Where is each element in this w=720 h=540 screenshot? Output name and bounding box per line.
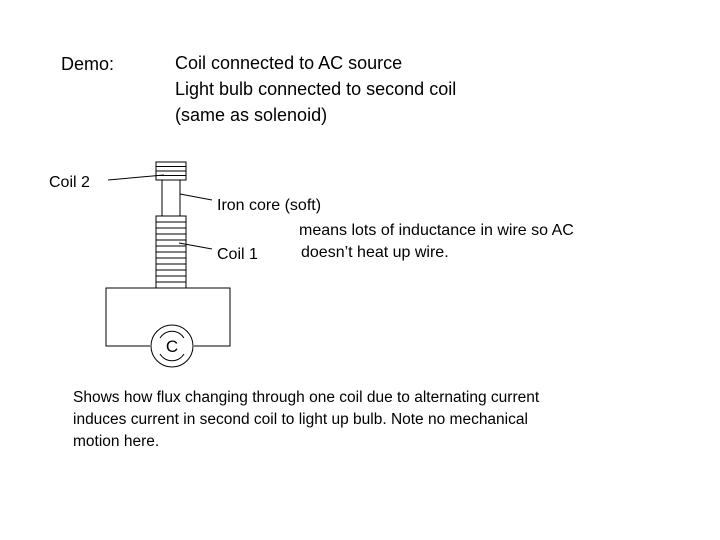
coil-2 <box>155 161 187 181</box>
coil-1-label: Coil 1 <box>217 246 258 263</box>
iron-core-label: Iron core (soft) <box>217 197 322 214</box>
inductance-note-line-2: doesn’t heat up wire. <box>301 244 449 261</box>
circuit-wire <box>105 287 231 347</box>
conclusion-line-3: motion here. <box>73 433 160 450</box>
leader-lines <box>107 174 213 250</box>
coil1-leader <box>178 242 213 250</box>
demo-label: Demo: <box>61 54 115 74</box>
ac-source-icon: C <box>150 324 194 368</box>
coil-1 <box>155 215 187 289</box>
description-line-1: Coil connected to AC source <box>175 53 403 73</box>
iron-core <box>161 180 181 216</box>
iron-core-leader <box>179 193 213 201</box>
description-line-3: (same as solenoid) <box>175 105 328 125</box>
coil-2-label: Coil 2 <box>49 174 90 191</box>
inductance-note-line-1: means lots of inductance in wire so AC <box>299 222 574 239</box>
ac-source-label: C <box>166 337 178 356</box>
conclusion-line-1: Shows how flux changing through one coil… <box>73 389 540 406</box>
conclusion-line-2: induces current in second coil to light … <box>73 411 528 428</box>
description-line-2: Light bulb connected to second coil <box>175 79 457 99</box>
coil2-leader <box>107 174 165 181</box>
